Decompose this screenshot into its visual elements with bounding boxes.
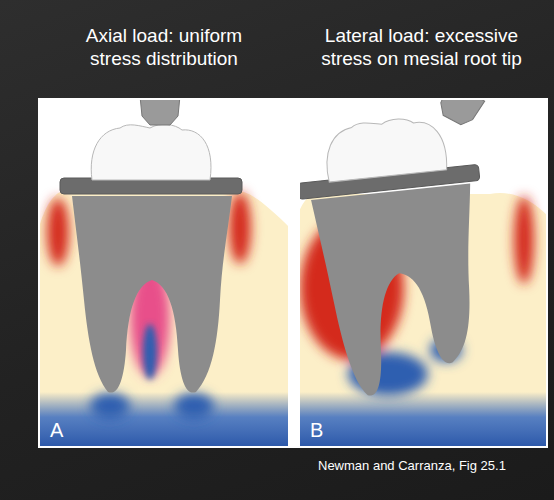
panel-b-art (298, 98, 548, 448)
panel-gap (290, 98, 298, 448)
crest-stress (47, 198, 69, 266)
tooth-root (311, 183, 491, 399)
low-stress-band (38, 392, 290, 448)
crest-stress (229, 192, 251, 264)
angled-instrument (434, 98, 484, 129)
tooth-crown (323, 114, 448, 182)
tooth-root (72, 196, 232, 393)
load-instrument (140, 98, 180, 125)
stress-map (143, 324, 157, 380)
stress-panel: Lateral load: excessive stress on mesial… (298, 98, 548, 448)
alveolar-bone (38, 190, 290, 448)
panel-letter: A (50, 418, 80, 442)
panel-background (38, 98, 290, 448)
apical-low-stress (90, 393, 130, 419)
panel-background (298, 98, 548, 448)
stress-panel: Axial load: uniform stress distributionA (38, 98, 290, 448)
tooth-crown (91, 124, 211, 180)
panel-heading: Lateral load: excessive stress on mesial… (304, 24, 539, 70)
crest-stress (514, 196, 534, 284)
load-instrument (434, 98, 484, 129)
tilted-tooth (298, 111, 501, 401)
low-stress-band (298, 392, 548, 448)
stress-map (47, 192, 251, 419)
apical-low-stress (174, 393, 214, 419)
panel-heading: Axial load: uniform stress distribution (69, 24, 259, 70)
panel-a-art (38, 98, 290, 448)
figure-caption: Newman and Carranza, Fig 25.1 (318, 458, 506, 474)
furcation-low-stress (143, 324, 157, 380)
panel-letter: B (310, 418, 340, 442)
